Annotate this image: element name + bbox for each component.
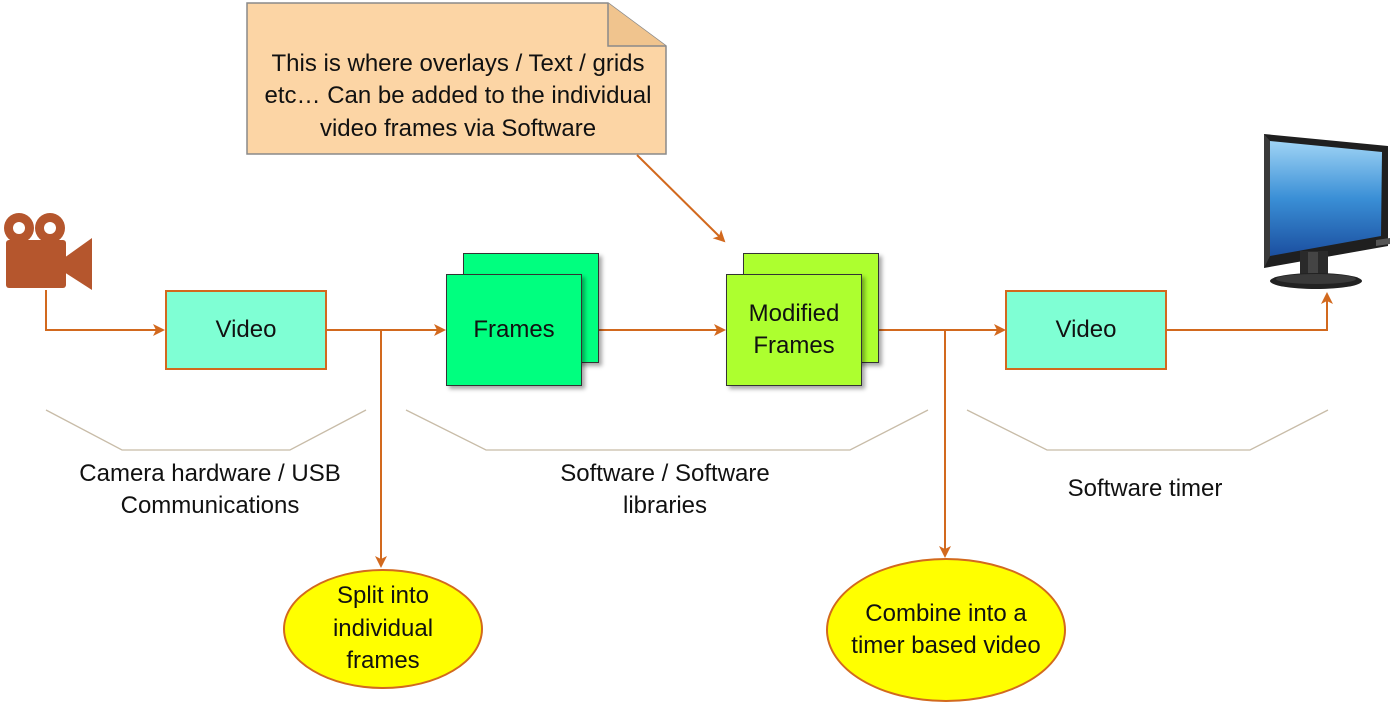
modified-frames-node[interactable]: Modified Frames bbox=[726, 274, 862, 386]
video-camera-icon bbox=[4, 213, 92, 290]
connector-camera-video bbox=[45, 290, 165, 336]
stage-brackets bbox=[45, 409, 1329, 451]
frames-node[interactable]: Frames bbox=[446, 274, 582, 386]
connector-video-monitor bbox=[1167, 292, 1333, 331]
stage-label-camera: Camera hardware / USB Communications bbox=[79, 460, 341, 520]
bracket-timer bbox=[966, 409, 1329, 451]
bracket-camera bbox=[45, 409, 367, 451]
split-frames-callout: Split into individual frames bbox=[283, 569, 483, 689]
note-text: This is where overlays / Text / grids et… bbox=[264, 50, 652, 142]
video-out-node[interactable]: Video bbox=[1005, 290, 1167, 370]
stage-label-software: Software / Software libraries bbox=[560, 460, 770, 520]
note-shape bbox=[246, 2, 667, 155]
connector-note bbox=[636, 154, 726, 243]
stage-label-timer: Software timer bbox=[1067, 475, 1223, 502]
connectors bbox=[45, 154, 1333, 568]
video-in-node[interactable]: Video bbox=[165, 290, 327, 370]
combine-video-callout: Combine into a timer based video bbox=[826, 558, 1066, 702]
bracket-software bbox=[405, 409, 929, 451]
monitor-icon bbox=[1264, 134, 1390, 289]
